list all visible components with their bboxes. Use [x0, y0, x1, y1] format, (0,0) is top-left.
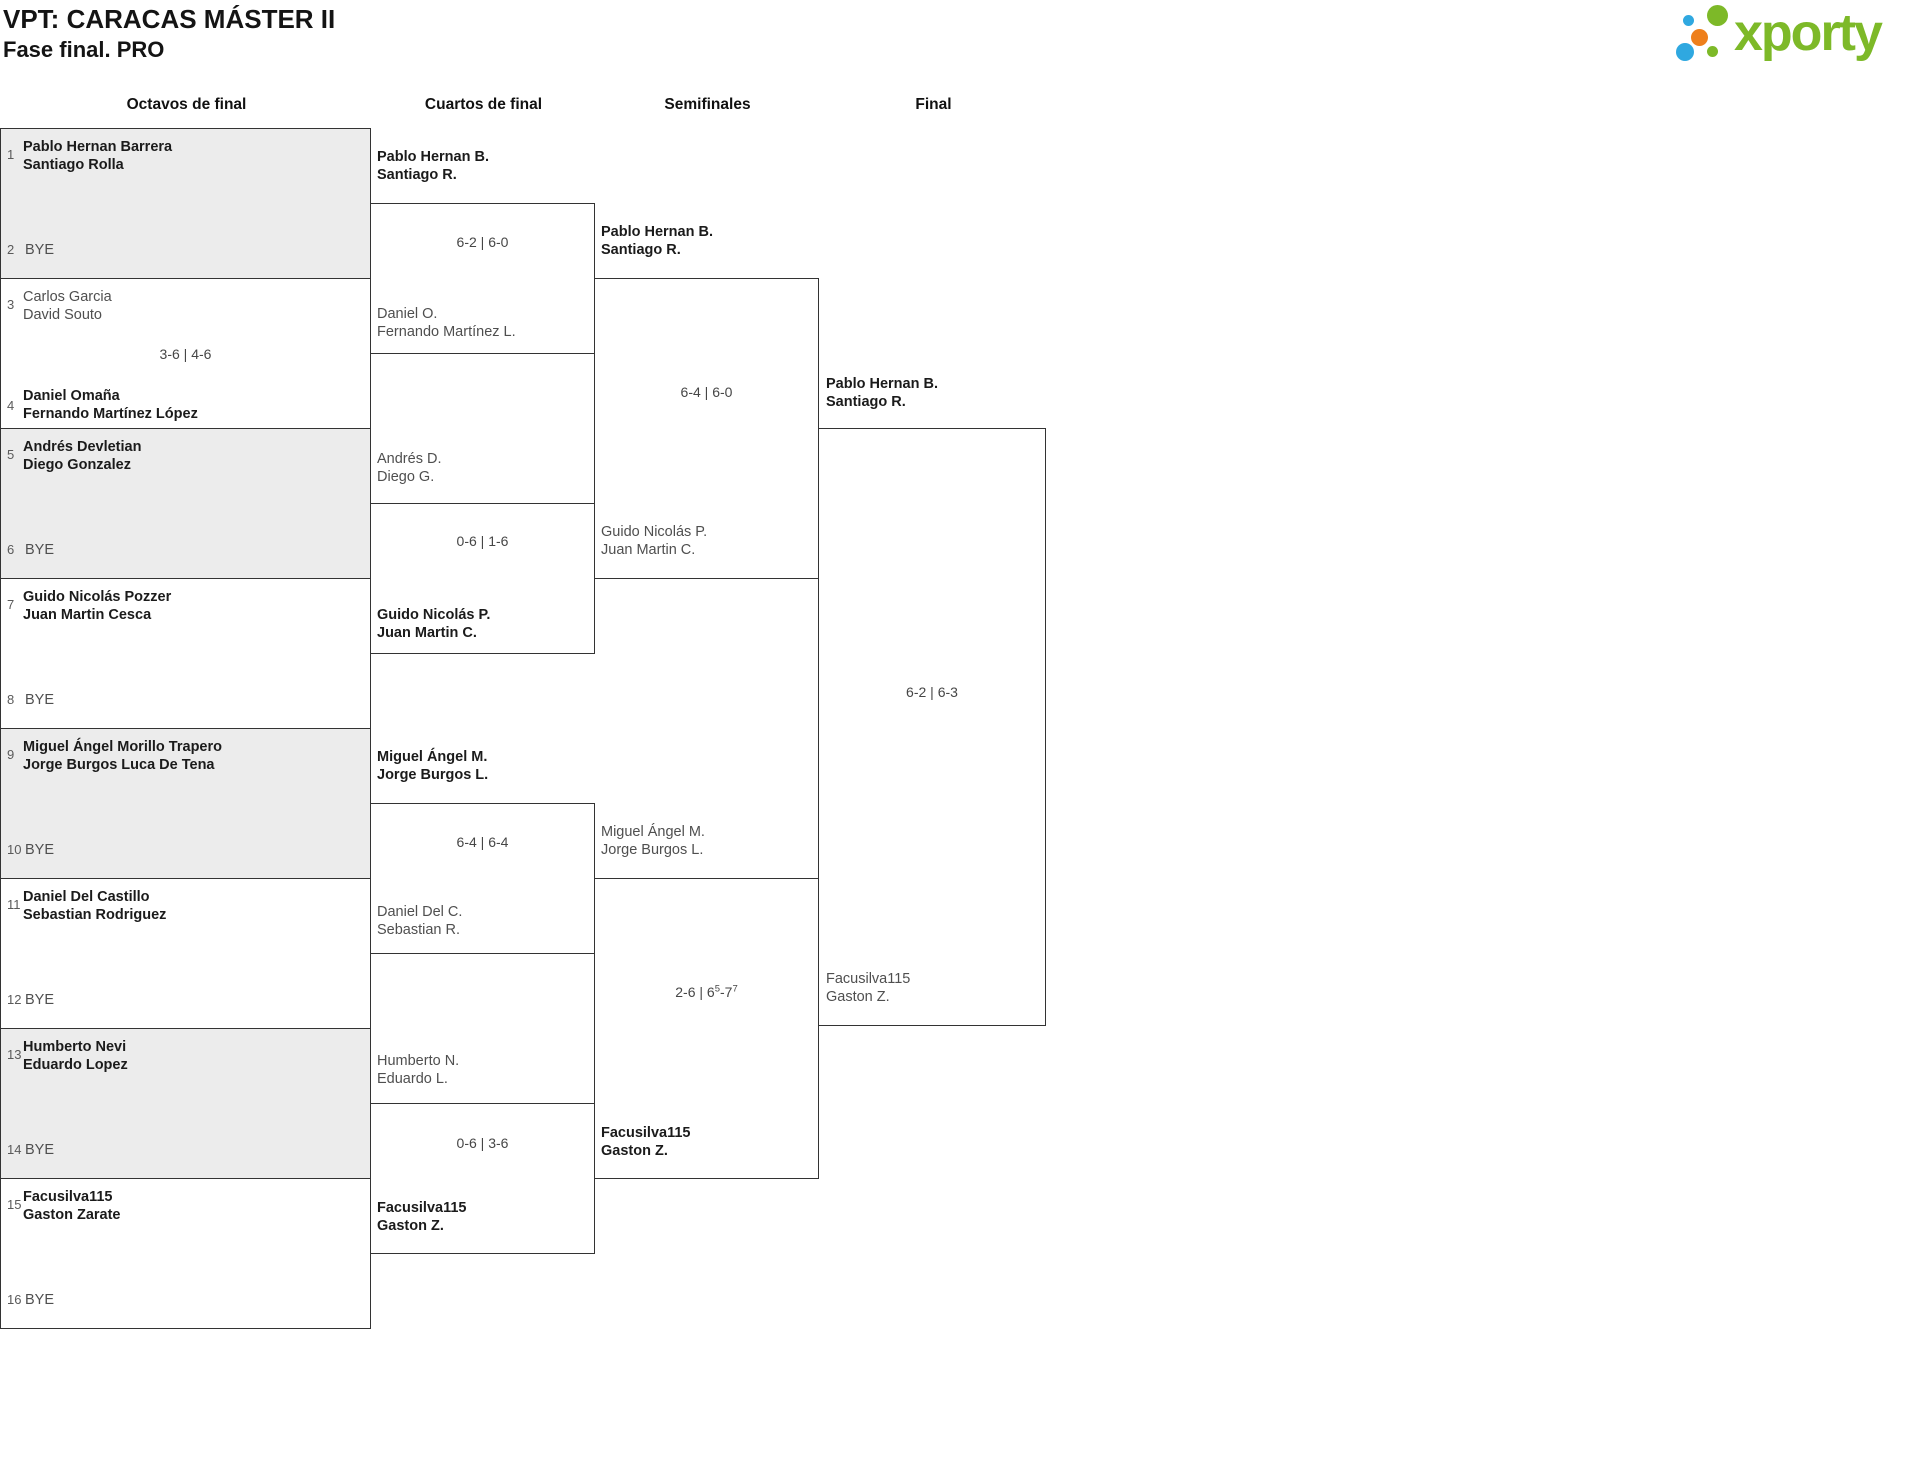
- semifinal-1-top-team: Pablo Hernan B.Santiago R.: [601, 224, 713, 258]
- logo-wordmark: xporty: [1734, 4, 1883, 62]
- logo-dot-orange: [1691, 29, 1708, 46]
- cuartos-1-score: 6-2 | 6-0: [456, 234, 509, 250]
- semifinal-2-score: 2-6 | 65-77: [675, 983, 738, 1000]
- octavos-match-2-score: 3-6 | 4-6: [159, 346, 212, 362]
- page-subtitle: Fase final. PRO: [3, 37, 165, 62]
- seed-number: 11: [7, 897, 21, 912]
- cuartos-1-top-team: Pablo Hernan B.Santiago R.: [377, 149, 489, 183]
- seed-number: 3: [7, 297, 15, 312]
- round-header-cuartos: Cuartos de final: [424, 96, 543, 113]
- cuartos-1-bottom-team: Daniel O.Fernando Martínez L.: [377, 306, 516, 340]
- cuartos-2-bottom-team: Guido Nicolás P.Juan Martin C.: [377, 607, 491, 641]
- semifinal-1-bottom-team: Guido Nicolás P.Juan Martin C.: [601, 524, 708, 558]
- octavos-match-3-box: [0, 428, 371, 579]
- final-box: [818, 428, 1046, 1026]
- logo-dot-blue-large: [1676, 43, 1694, 61]
- logo-dot-blue-small: [1683, 15, 1694, 26]
- page-title: VPT: CARACAS MÁSTER II: [3, 4, 336, 34]
- cuartos-4-top-team: Humberto N.Eduardo L.: [377, 1053, 460, 1087]
- cuartos-2-top-team: Andrés D.Diego G.: [377, 451, 442, 485]
- final-top-team: Pablo Hernan B.Santiago R.: [826, 376, 938, 410]
- cuartos-2-score: 0-6 | 1-6: [456, 533, 509, 549]
- seed-number: 7: [7, 597, 15, 612]
- seed-number: 1: [7, 147, 15, 162]
- round-header-semifinales: Semifinales: [664, 96, 751, 113]
- round-header-octavos: Octavos de final: [126, 96, 247, 113]
- semifinal-2-box: [594, 878, 819, 1179]
- seed-number: 5: [7, 447, 15, 462]
- octavos-match-5-box: [0, 728, 371, 879]
- round-header-final: Final: [915, 96, 952, 113]
- final-score: 6-2 | 6-3: [906, 684, 958, 700]
- cuartos-3-score: 6-4 | 6-4: [456, 834, 509, 850]
- cuartos-4-score: 0-6 | 3-6: [456, 1135, 509, 1151]
- cuartos-3-bottom-team: Daniel Del C.Sebastian R.: [377, 904, 463, 938]
- seed-number: 9: [7, 747, 15, 762]
- semifinal-2-top-team: Miguel Ángel M.Jorge Burgos L.: [601, 824, 705, 858]
- logo-dot-green-small: [1707, 46, 1718, 57]
- seed-number: 4: [7, 398, 15, 413]
- seed-number: 15: [7, 1197, 22, 1212]
- cuartos-3-top-team: Miguel Ángel M.Jorge Burgos L.: [377, 749, 489, 783]
- logo-dot-green-large: [1707, 5, 1728, 26]
- semifinal-1-score: 6-4 | 6-0: [680, 384, 733, 400]
- seed-number: 13: [7, 1047, 22, 1062]
- octavos-match-7-box: [0, 1028, 371, 1179]
